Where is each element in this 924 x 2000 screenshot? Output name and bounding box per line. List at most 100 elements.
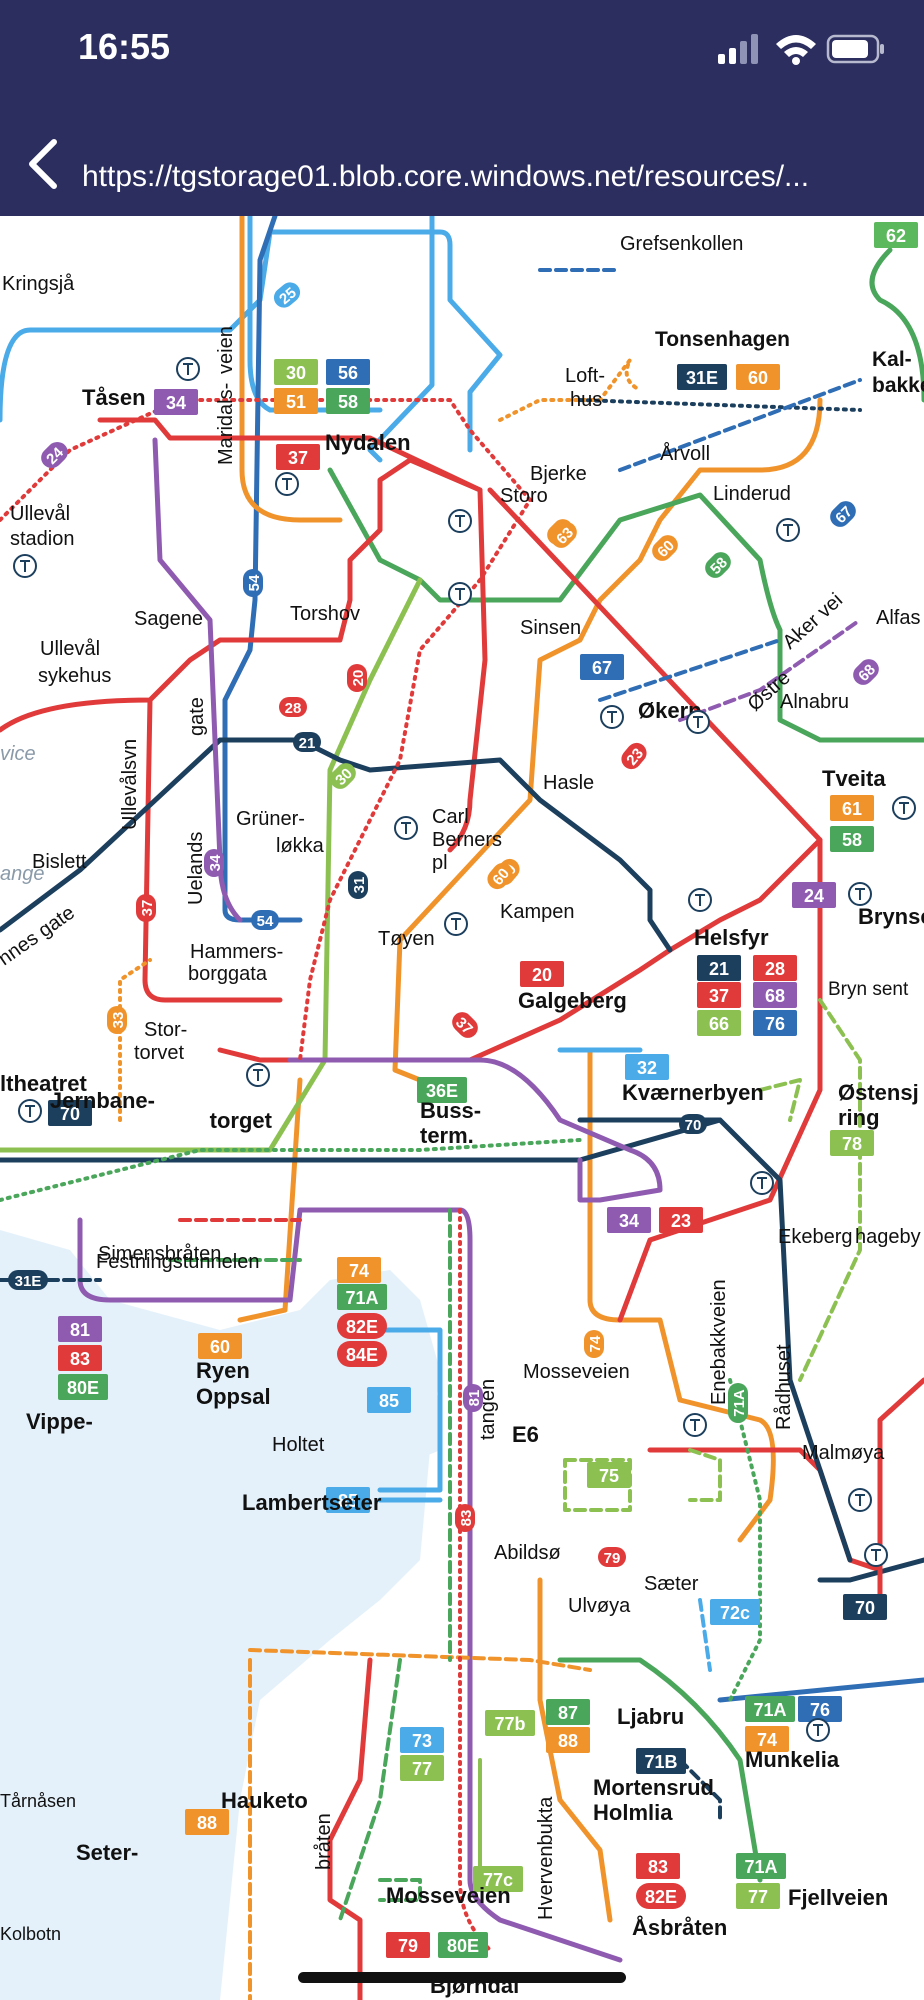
route-badge[interactable]: 88 xyxy=(185,1809,229,1835)
route-badge-label: 56 xyxy=(338,363,358,383)
route-badge[interactable]: 51 xyxy=(274,388,318,414)
route-badge[interactable]: 73 xyxy=(400,1727,444,1753)
route-badge-label: 66 xyxy=(709,1014,729,1034)
route-badge-label: 24 xyxy=(804,886,824,906)
place-label: torvet xyxy=(134,1042,184,1064)
route-badge[interactable]: 68 xyxy=(753,982,797,1008)
route-badge[interactable]: 84E xyxy=(337,1341,387,1367)
fjord-water xyxy=(0,1230,440,2000)
route-badge[interactable]: 88 xyxy=(546,1727,590,1753)
route-badge[interactable]: 71A xyxy=(745,1696,795,1722)
route-badge[interactable]: 83 xyxy=(58,1345,102,1371)
line-route-tag: 37 xyxy=(452,1012,478,1038)
route-badge[interactable]: 78 xyxy=(830,1130,874,1156)
place-label: Hammers- xyxy=(190,941,283,963)
route-badge[interactable]: 28 xyxy=(753,955,797,981)
place-label: Grefsenkollen xyxy=(620,233,743,255)
transit-map[interactable]: 62 31E 60 34 30 56 51 58 37 67 61 58 24 21 28 37 68 66 76 2… xyxy=(0,216,924,2000)
place-label: Ekeberg xyxy=(778,1226,853,1248)
place-label: Holtet xyxy=(272,1434,325,1456)
place-label: Kolbotn xyxy=(0,1924,61,1944)
route-badge[interactable]: 82E xyxy=(337,1313,387,1339)
url-bar[interactable]: https://tgstorage01.blob.core.windows.ne… xyxy=(82,160,810,193)
place-label: tangen xyxy=(477,1379,499,1440)
route-badge[interactable]: 87 xyxy=(546,1699,590,1725)
route-badge[interactable]: 71A xyxy=(337,1284,387,1310)
place-label: Årvoll xyxy=(660,442,710,465)
route-badge-label: 60 xyxy=(210,1337,230,1357)
route-badge[interactable]: 71B xyxy=(636,1748,686,1774)
place-label: Ullevålsvn xyxy=(119,739,141,830)
metro-station-icon xyxy=(176,357,200,381)
place-label: Ullevål xyxy=(40,638,100,660)
route-badge[interactable]: 61 xyxy=(830,795,874,821)
route-badge[interactable]: 70 xyxy=(843,1594,887,1620)
place-label: vice xyxy=(0,743,36,765)
route-badge[interactable]: 60 xyxy=(198,1333,242,1359)
route-badge[interactable]: 30 xyxy=(274,359,318,385)
route-badge[interactable]: 85 xyxy=(326,1487,370,1513)
route-badge[interactable]: 77 xyxy=(736,1883,780,1909)
route-badge[interactable]: 66 xyxy=(697,1010,741,1036)
route-badge[interactable]: 62 xyxy=(874,222,918,248)
route-badge[interactable]: 75 xyxy=(587,1462,631,1488)
route-badge[interactable]: 58 xyxy=(326,388,370,414)
route-badge-label: 62 xyxy=(886,226,906,246)
line-route-tag: 23 xyxy=(621,742,647,770)
route-badge[interactable]: 77c xyxy=(473,1866,523,1892)
place-label: Hauketo xyxy=(221,1788,308,1813)
route-badge[interactable]: 76 xyxy=(753,1010,797,1036)
route-badge[interactable]: 24 xyxy=(792,882,836,908)
route-badge[interactable]: 80E xyxy=(58,1374,108,1400)
route-badge[interactable]: 37 xyxy=(276,444,320,470)
route-badge[interactable]: 77b xyxy=(485,1710,535,1736)
place-label: Jernbane- xyxy=(50,1088,155,1113)
route-badge[interactable]: 72c xyxy=(710,1599,760,1625)
route-badge[interactable]: 20 xyxy=(520,961,564,987)
line-tags: 2524542028213031345437336063586067682324… xyxy=(8,282,879,1567)
route-badge[interactable]: 21 xyxy=(697,955,741,981)
line-route-tag: 20 xyxy=(347,664,367,692)
place-label: Mortensrud xyxy=(593,1775,714,1800)
back-arrow-icon[interactable] xyxy=(20,136,70,192)
route-badge[interactable]: 83 xyxy=(636,1853,680,1879)
route-badge[interactable]: 80E xyxy=(438,1932,488,1958)
route-badge[interactable]: 37 xyxy=(697,982,741,1008)
line-route-tag: 58 xyxy=(705,552,731,578)
place-label: Åsbråten xyxy=(632,1914,727,1940)
route-badge[interactable]: 77 xyxy=(400,1755,444,1781)
place-label: Bryn sent xyxy=(828,979,909,1000)
route-badge-label: 88 xyxy=(197,1813,217,1833)
route-badge[interactable]: 56 xyxy=(326,359,370,385)
place-label: Galgeberg xyxy=(518,988,627,1013)
place-label: Kampen xyxy=(500,901,575,923)
route-badge[interactable]: 81 xyxy=(58,1316,102,1342)
route-badge[interactable]: 79 xyxy=(386,1932,430,1958)
route-badge[interactable]: 23 xyxy=(659,1207,703,1233)
route-badge[interactable]: 34 xyxy=(154,389,198,415)
route-badge[interactable]: 32 xyxy=(625,1054,669,1080)
route-badge-label: 28 xyxy=(765,959,785,979)
metro-station-icon xyxy=(806,1718,830,1742)
place-label: Seter- xyxy=(76,1840,138,1865)
place-label: Ulvøya xyxy=(568,1595,631,1617)
place-label: Mosseveien xyxy=(523,1361,630,1383)
route-badge[interactable]: 82E xyxy=(636,1883,686,1909)
route-badge[interactable]: 34 xyxy=(607,1207,651,1233)
route-badge[interactable]: 58 xyxy=(830,826,874,852)
route-badge[interactable]: 31E xyxy=(677,364,727,390)
wifi-icon xyxy=(776,35,816,65)
route-badge[interactable]: 36E xyxy=(417,1077,467,1103)
place-label: Hvervenbukta xyxy=(535,1796,557,1920)
route-badge[interactable]: 67 xyxy=(580,654,624,680)
route-badge-label: 21 xyxy=(709,959,729,979)
route-badge[interactable]: 71A xyxy=(736,1853,786,1879)
place-label: pl xyxy=(432,852,448,874)
route-badge-label: 83 xyxy=(648,1857,668,1877)
route-badge[interactable]: 76 xyxy=(798,1696,842,1722)
route-badge[interactable]: 60 xyxy=(736,364,780,390)
route-badge[interactable]: 74 xyxy=(745,1726,789,1752)
route-badge[interactable]: 85 xyxy=(367,1387,411,1413)
route-badge[interactable]: 70 xyxy=(48,1100,92,1126)
route-badge[interactable]: 74 xyxy=(337,1257,381,1283)
